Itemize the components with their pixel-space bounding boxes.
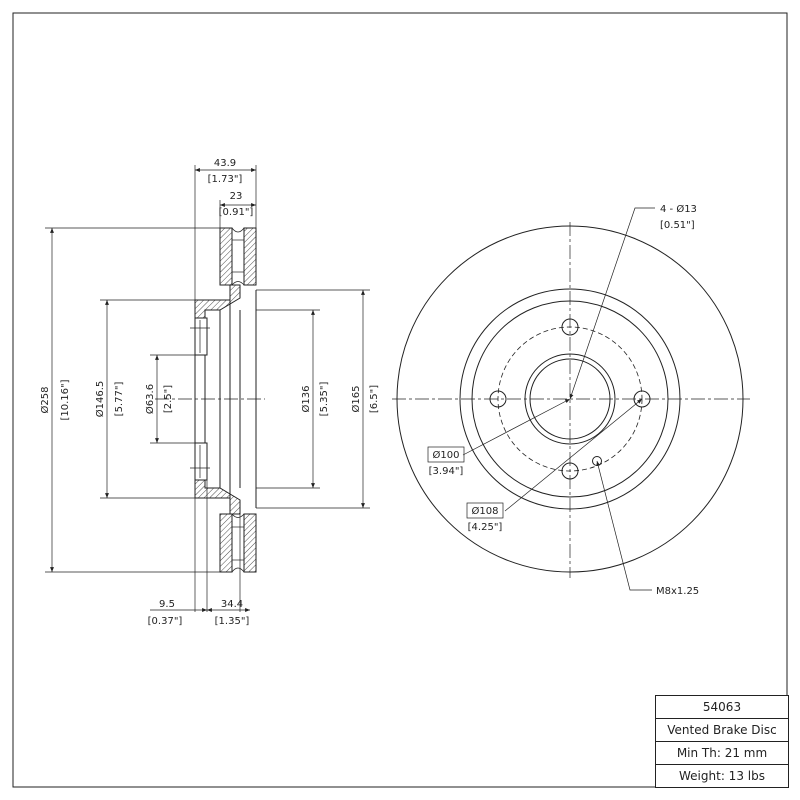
hub-offset-label: 9.5 — [159, 599, 175, 610]
bolt-circle-leader — [462, 398, 571, 456]
weight: Weight: 13 lbs — [656, 765, 788, 788]
rotor-thickness-inch-label: [0.91"] — [219, 207, 254, 218]
inner-136-inch-label: [5.35"] — [319, 382, 330, 417]
part-description: Vented Brake Disc — [656, 719, 788, 742]
center-bore-label: Ø63.6 — [144, 384, 156, 414]
center-bore-inch-label: [2.5"] — [163, 385, 174, 413]
thread-label: M8x1.25 — [656, 586, 699, 597]
lower-friction-ring — [219, 513, 257, 573]
bolt-holes-inch-label: [0.51"] — [660, 220, 695, 231]
outer-diameter-inch-label: [10.16"] — [60, 379, 71, 420]
outer-diameter-label: Ø258 — [39, 387, 51, 414]
part-number: 54063 — [656, 696, 788, 719]
upper-vane-curve — [231, 281, 245, 286]
hole-circle-inch-label: [4.25"] — [468, 522, 503, 533]
inner-165-inch-label: [6.5"] — [369, 385, 380, 413]
bolt-circle-box — [427, 446, 465, 463]
bolt-circle-label: Ø100 — [433, 449, 460, 461]
upper-hat-wall — [194, 284, 241, 319]
thread-leader — [596, 460, 652, 591]
upper-vane-curve — [231, 227, 245, 233]
hub-flange-lower — [194, 442, 208, 481]
hole-circle-leader — [504, 398, 643, 512]
title-block: 54063 Vented Brake Disc Min Th: 21 mm We… — [655, 695, 789, 788]
overall-height-inch-label: [1.73"] — [208, 174, 243, 185]
bolt-holes-leader — [569, 207, 655, 400]
hat-diameter-inch-label: [5.77"] — [114, 382, 125, 417]
inner-165-label: Ø165 — [350, 386, 362, 413]
rotor-thickness-label: 23 — [230, 191, 243, 202]
lower-vane-curve — [231, 567, 245, 573]
hat-height-inch-label: [1.35"] — [215, 616, 250, 627]
overall-height-label: 43.9 — [214, 158, 236, 169]
lower-vane-curve — [231, 513, 245, 518]
bolt-holes-label: 4 - Ø13 — [660, 203, 697, 215]
hole-circle-label: Ø108 — [472, 505, 499, 517]
inner-136-label: Ø136 — [300, 386, 312, 413]
hat-height-label: 34.4 — [221, 599, 243, 610]
front-view: 4 - Ø13 [0.51"] Ø100 [3.94"] Ø108 [4.25"… — [392, 203, 750, 597]
hole-circle-box — [466, 502, 504, 519]
hat-diameter-label: Ø146.5 — [94, 381, 106, 418]
side-section-view: 43.9 [1.73"] 23 [0.91"] Ø258 [10.16"] Ø1… — [39, 158, 380, 627]
upper-friction-ring — [219, 227, 257, 286]
hub-flange-upper — [194, 317, 208, 356]
lower-hat-wall — [194, 479, 241, 515]
sheet-border — [12, 12, 788, 788]
hub-offset-inch-label: [0.37"] — [148, 616, 183, 627]
min-thickness: Min Th: 21 mm — [656, 742, 788, 765]
bolt-circle-inch-label: [3.94"] — [429, 466, 464, 477]
